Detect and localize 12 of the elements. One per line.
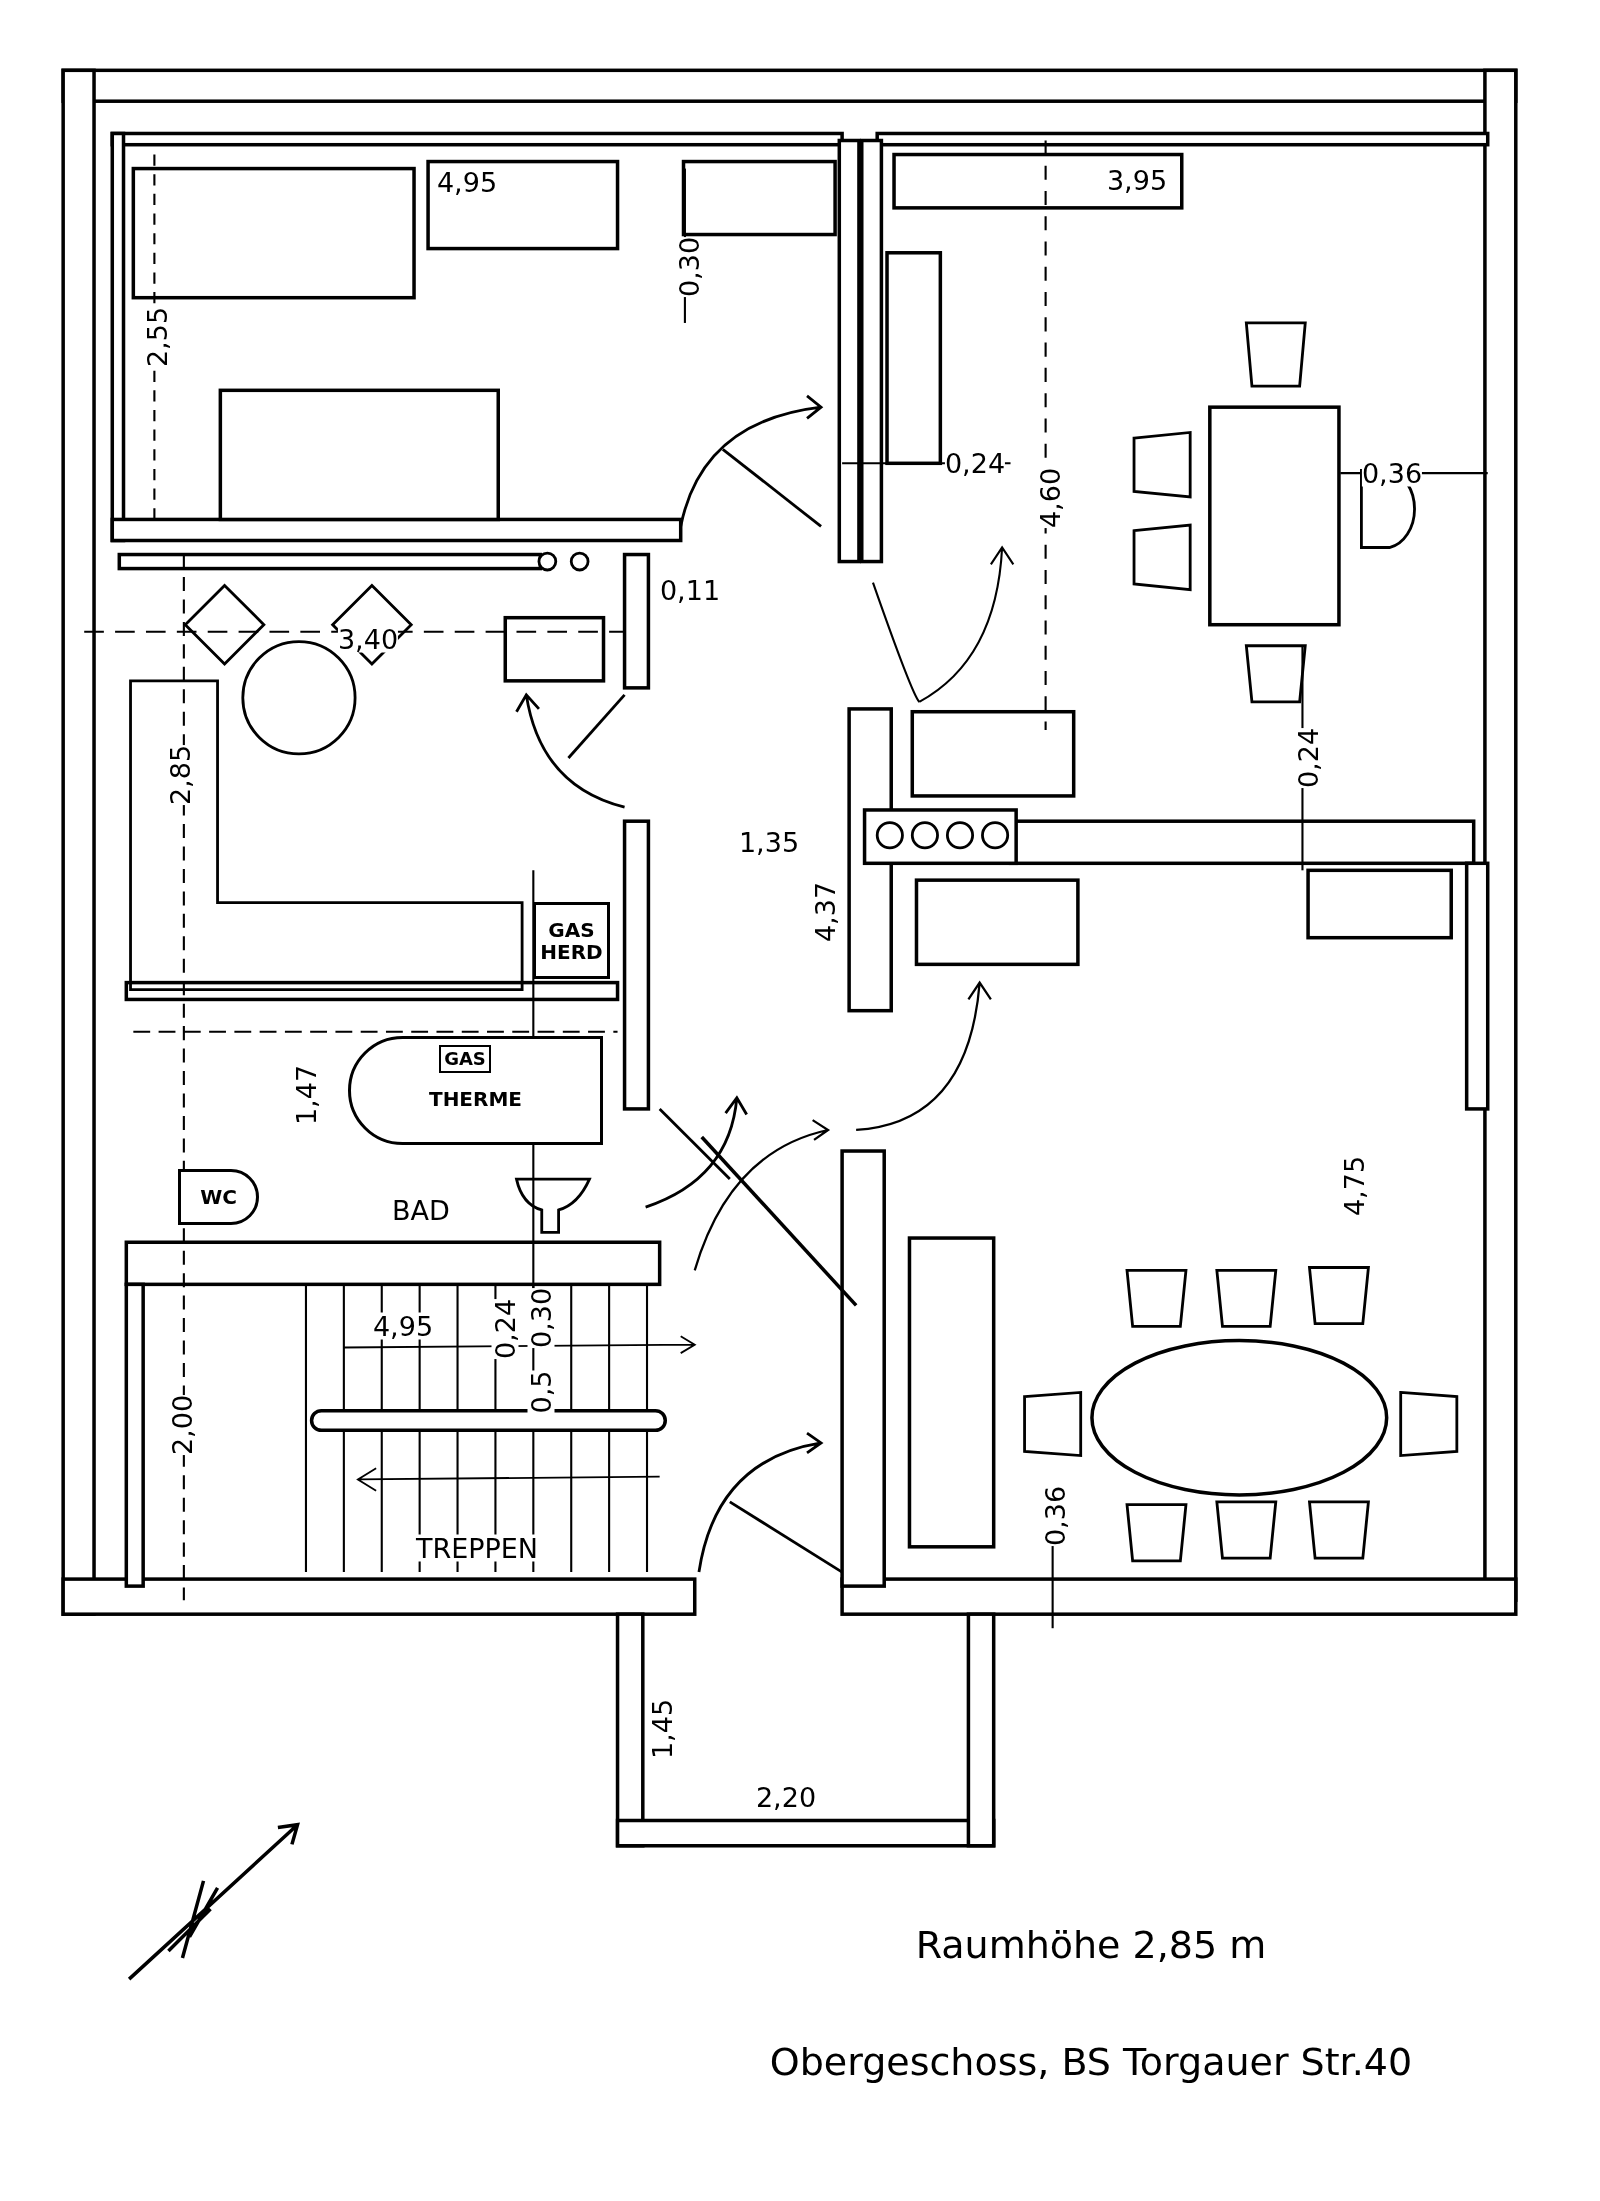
dimension-label: 0,24 xyxy=(491,1298,519,1360)
dimension-label: 4,95 xyxy=(372,1312,434,1340)
toilet-symbol: WC xyxy=(178,1169,259,1225)
stove-symbol: GAS HERD xyxy=(533,902,610,979)
bathtub-symbol xyxy=(348,1036,603,1145)
dimension-label: 0,30 xyxy=(527,1287,555,1349)
room-label: TREPPEN xyxy=(415,1534,539,1562)
dimension-label: 3,40 xyxy=(337,625,399,653)
appliance-label: THERME xyxy=(429,1087,522,1110)
caption: Obergeschoss, BS Torgauer Str.40 xyxy=(769,2043,1413,2081)
label-tag: GAS xyxy=(439,1045,491,1073)
dimension-label: 0,5 xyxy=(527,1370,555,1414)
